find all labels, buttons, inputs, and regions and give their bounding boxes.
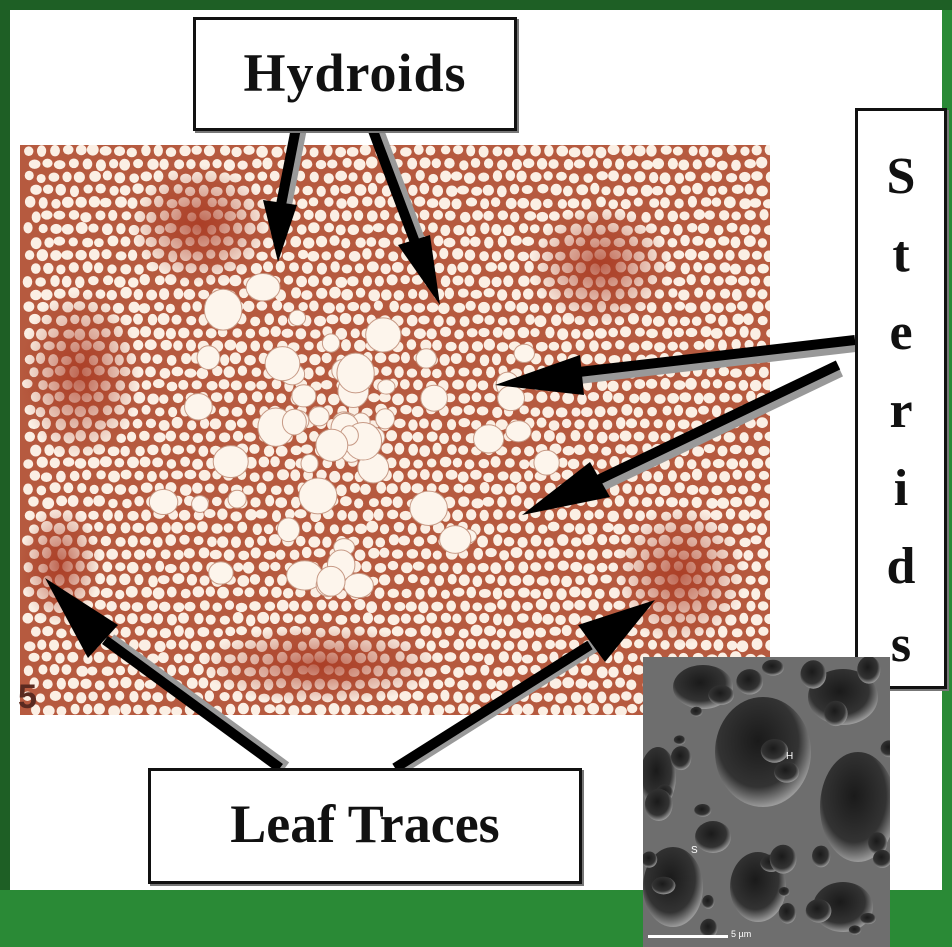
sem-hydroid-marker: H <box>786 751 793 762</box>
sterids-letter: i <box>858 463 944 515</box>
sem-sterid-marker: S <box>691 845 698 856</box>
stem-cross-section-micrograph <box>20 145 770 715</box>
sterids-letter: t <box>858 229 944 281</box>
frame-left-border <box>0 0 10 890</box>
leaf-traces-label: Leaf Traces <box>148 768 582 884</box>
sem-scale-bar <box>648 935 728 938</box>
hydroids-label: Hydroids <box>193 17 517 131</box>
sterids-letter: r <box>858 385 944 437</box>
leaf-traces-label-text: Leaf Traces <box>151 793 579 855</box>
sterids-label: S t e r i d s <box>855 108 947 689</box>
sterids-letter: e <box>858 307 944 359</box>
sem-image <box>643 657 890 947</box>
sem-micrograph-inset: H S 5 µm <box>643 657 890 947</box>
figure-number: 5 <box>18 678 37 717</box>
hydroids-label-text: Hydroids <box>196 42 514 104</box>
sterids-letter: d <box>858 541 944 593</box>
frame-top-border <box>0 0 952 10</box>
sterids-letter: S <box>858 151 944 203</box>
sem-scale-text: 5 µm <box>731 929 751 939</box>
